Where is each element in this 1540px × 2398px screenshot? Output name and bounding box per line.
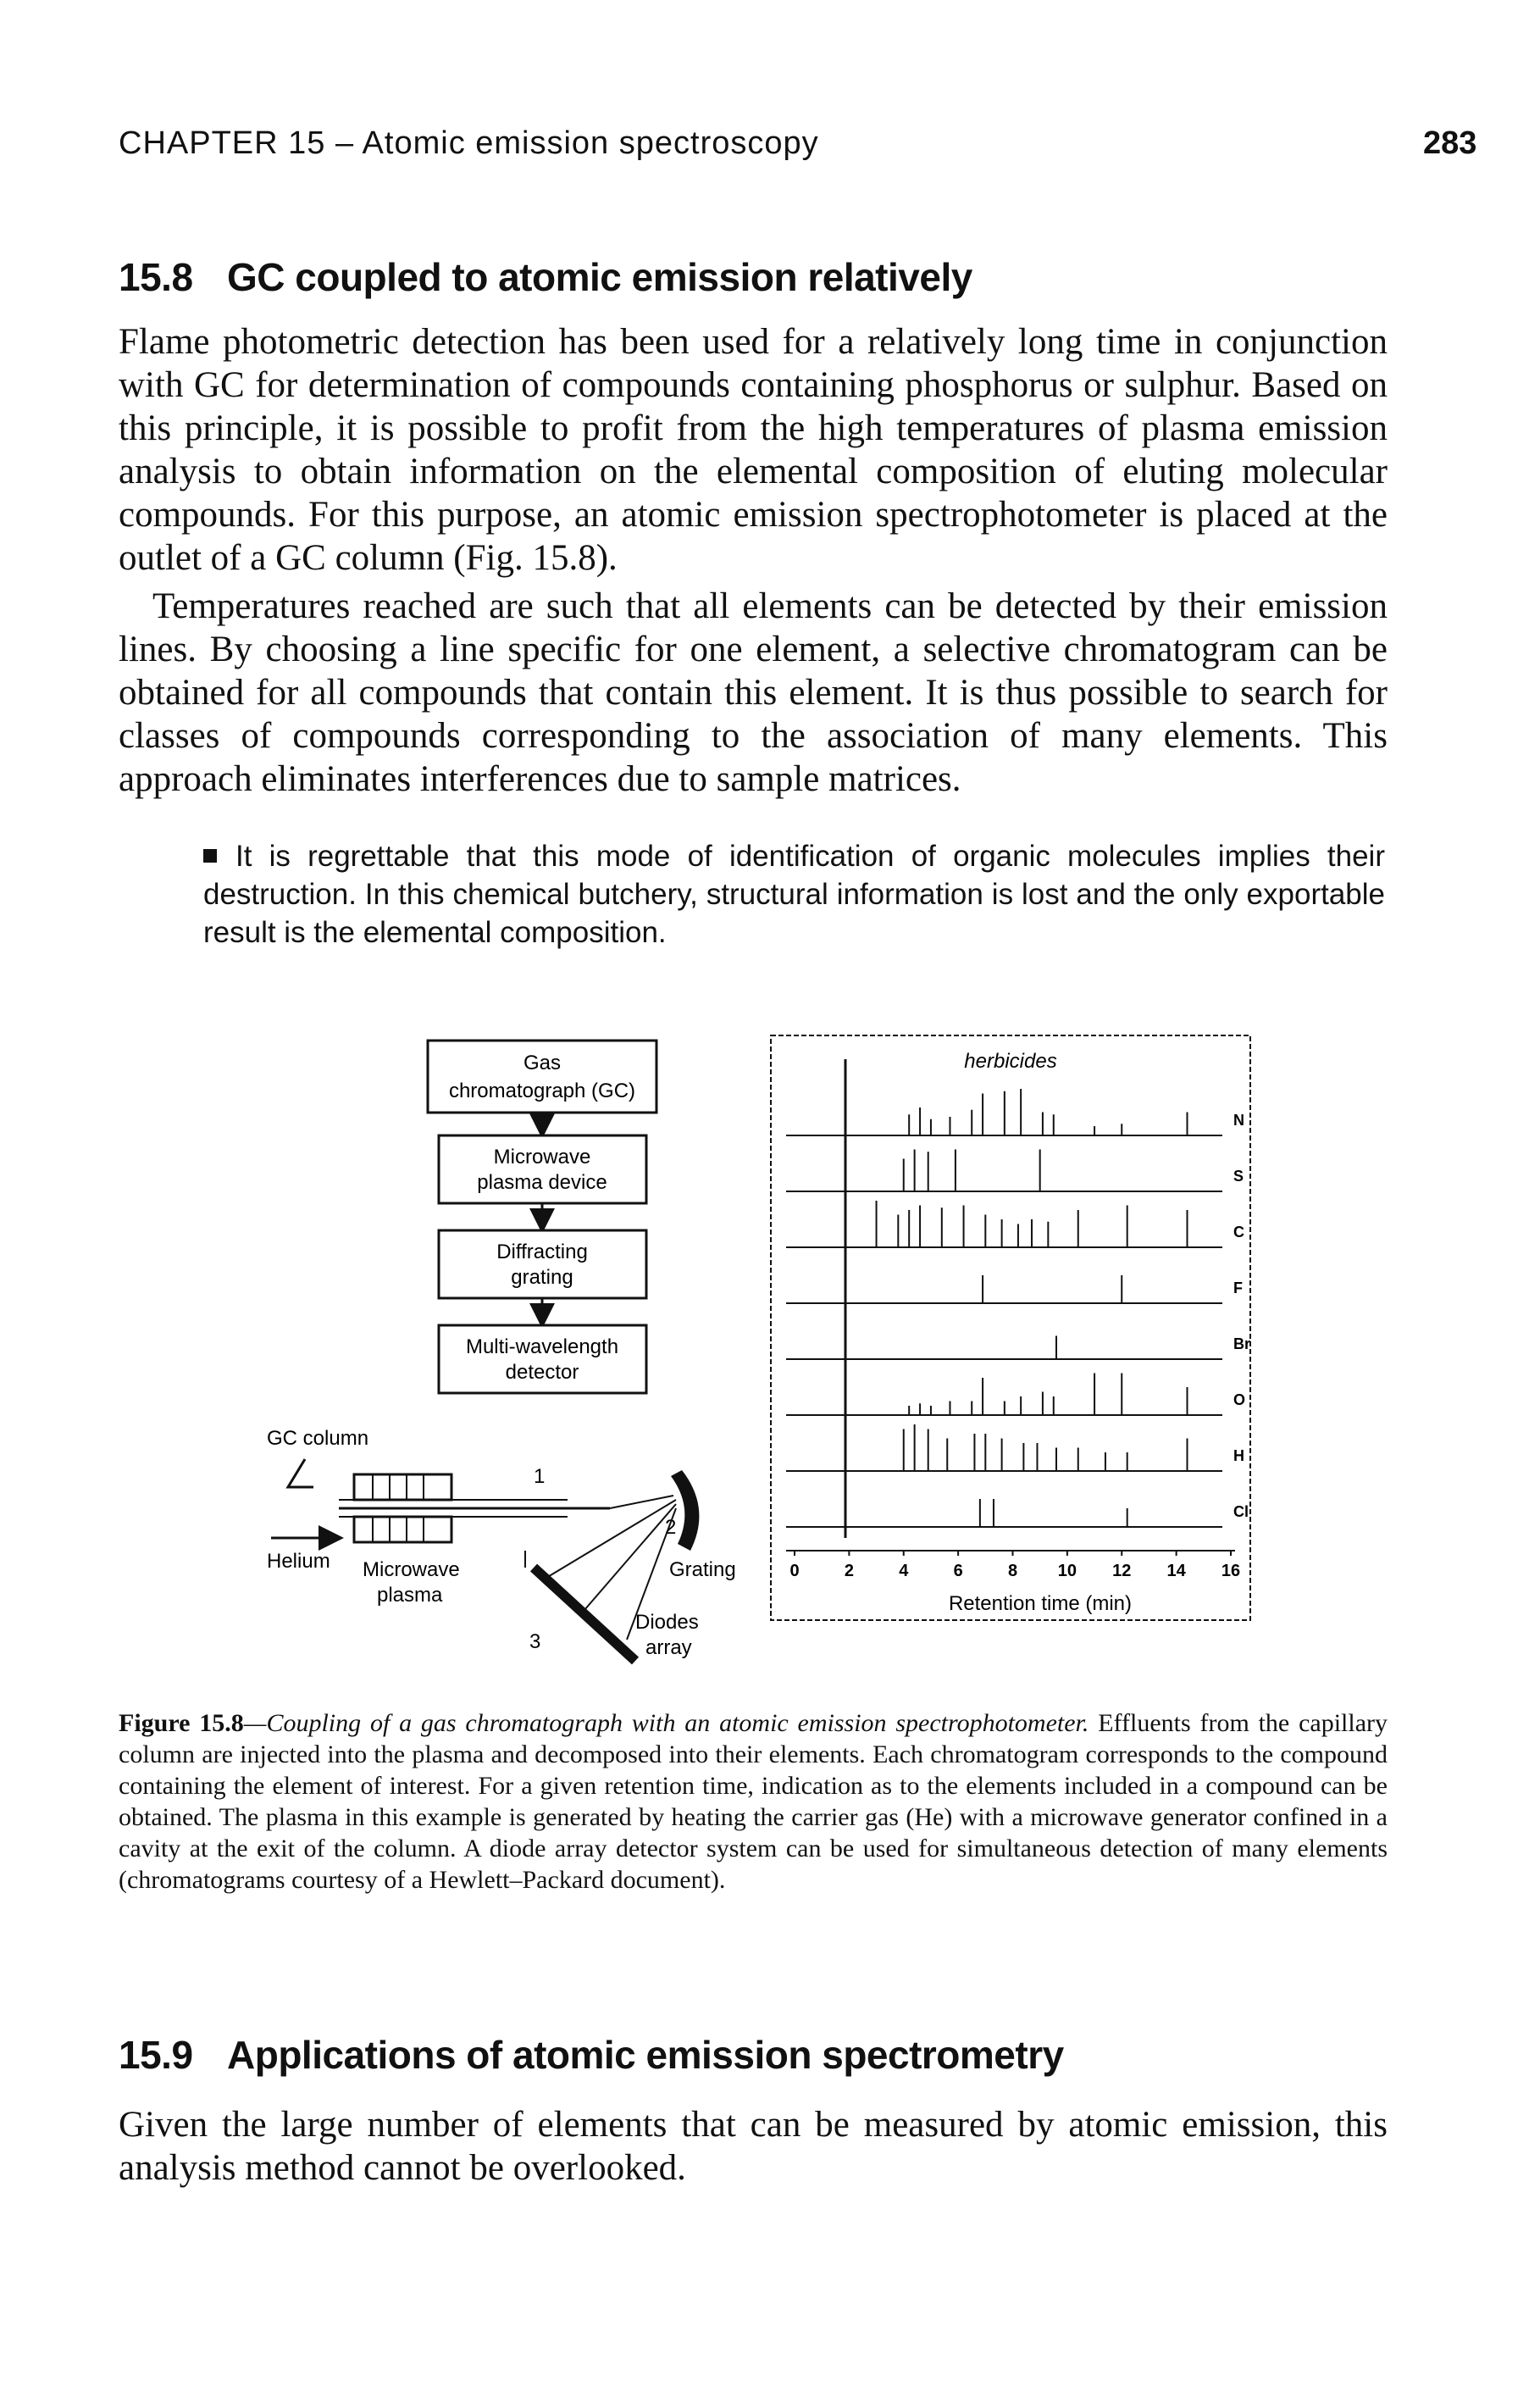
detector-box bbox=[437, 1324, 648, 1395]
gc-column-label: GC column bbox=[267, 1427, 368, 1450]
diodes-label-2: array bbox=[645, 1636, 692, 1659]
section-15-8-body: Flame photometric detection has been use… bbox=[119, 320, 1388, 801]
element-label-c: C bbox=[1233, 1224, 1244, 1241]
figure-caption: Figure 15.8—Coupling of a gas chromatogr… bbox=[119, 1707, 1388, 1896]
section-heading-15-9: 15.9 Applications of atomic emission spec… bbox=[119, 2032, 1064, 2078]
x-tick-label: 4 bbox=[899, 1562, 909, 1580]
plasma-box-label-1: Microwave bbox=[494, 1146, 591, 1168]
diode-array-shape bbox=[529, 1563, 640, 1665]
diodes-label-1: Diodes bbox=[635, 1611, 699, 1634]
helium-label: Helium bbox=[267, 1550, 330, 1573]
bullet-square-icon bbox=[203, 849, 217, 863]
grating-shape bbox=[671, 1470, 700, 1551]
x-axis-label: Retention time (min) bbox=[949, 1592, 1132, 1615]
caption-title: —Coupling of a gas chromatograph with an… bbox=[243, 1709, 1089, 1737]
gc-box-label-1: Gas bbox=[523, 1052, 561, 1074]
running-header-title: CHAPTER 15 – Atomic emission spectroscop… bbox=[119, 125, 819, 161]
element-label-f: F bbox=[1233, 1279, 1243, 1296]
detector-box-label-2: detector bbox=[506, 1361, 579, 1384]
trace-o: O bbox=[786, 1373, 1245, 1416]
grating-box bbox=[437, 1229, 648, 1300]
x-tick-label: 8 bbox=[1008, 1562, 1017, 1580]
caption-text: Effluents from the capillary column are … bbox=[119, 1709, 1388, 1894]
caption-lead: Figure 15.8 bbox=[119, 1709, 244, 1737]
element-label-n: N bbox=[1233, 1112, 1244, 1129]
chart-title: herbicides bbox=[964, 1050, 1056, 1073]
element-label-h: H bbox=[1233, 1447, 1244, 1464]
trace-n: N bbox=[786, 1089, 1244, 1136]
trace-h: H bbox=[786, 1424, 1244, 1472]
section-number: 15.9 bbox=[119, 2033, 193, 2077]
trace-c: C bbox=[786, 1201, 1244, 1248]
plasma-box-label-2: plasma device bbox=[477, 1171, 607, 1194]
x-tick-label: 6 bbox=[954, 1562, 963, 1580]
section-15-9-body: Given the large number of elements that … bbox=[119, 2103, 1388, 2190]
microwave-plasma-label-1: Microwave bbox=[363, 1558, 460, 1581]
label-3: 3 bbox=[529, 1630, 540, 1653]
paragraph-2: Temperatures reached are such that all e… bbox=[119, 586, 1388, 799]
x-tick-label: 0 bbox=[789, 1562, 799, 1580]
x-tick-label: 12 bbox=[1112, 1562, 1131, 1580]
x-tick-label: 16 bbox=[1221, 1562, 1240, 1580]
section-title: Applications of atomic emission spectrom… bbox=[227, 2033, 1064, 2077]
grating-box-label-1: Diffracting bbox=[496, 1241, 588, 1263]
grating-box-label-2: grating bbox=[511, 1266, 573, 1289]
trace-cl: Cl bbox=[786, 1499, 1249, 1528]
label-2: 2 bbox=[665, 1516, 676, 1539]
plasma-box bbox=[437, 1134, 648, 1205]
page-number: 283 bbox=[1423, 125, 1477, 161]
section-number: 15.8 bbox=[119, 255, 193, 299]
gc-box bbox=[426, 1039, 658, 1114]
chromatogram-chart: herbicides N S C F BrO H Cl 0 2 4 6 8 10 12 14 16 Rete… bbox=[770, 1035, 1251, 1621]
x-tick-label: 10 bbox=[1058, 1562, 1077, 1580]
x-tick-label: 14 bbox=[1167, 1562, 1187, 1580]
detector-box-label-1: Multi-wavelength bbox=[466, 1335, 618, 1358]
gc-box-label-2: chromatograph (GC) bbox=[449, 1080, 635, 1102]
trace-br: Br bbox=[786, 1335, 1250, 1360]
note-block: It is regrettable that this mode of iden… bbox=[203, 837, 1385, 952]
element-label-s: S bbox=[1233, 1168, 1244, 1185]
section-heading-15-8: 15.8 GC coupled to atomic emission relati… bbox=[119, 254, 972, 300]
microwave-plasma-label-2: plasma bbox=[377, 1584, 443, 1607]
element-label-br: Br bbox=[1233, 1335, 1250, 1352]
label-1: 1 bbox=[534, 1465, 545, 1488]
element-label-cl: Cl bbox=[1233, 1503, 1249, 1520]
trace-f: F bbox=[786, 1275, 1243, 1304]
paragraph-1: Flame photometric detection has been use… bbox=[119, 322, 1388, 578]
trace-s: S bbox=[786, 1149, 1244, 1192]
note-text: It is regrettable that this mode of iden… bbox=[203, 840, 1385, 949]
paragraph-1: Given the large number of elements that … bbox=[119, 2105, 1388, 2188]
element-label-o: O bbox=[1233, 1391, 1245, 1408]
section-title: GC coupled to atomic emission relatively bbox=[227, 255, 972, 299]
x-tick-label: 2 bbox=[845, 1562, 854, 1580]
instrument-diagram: Gas chromatograph (GC) Microwave plasma … bbox=[267, 1039, 736, 1665]
grating-label: Grating bbox=[669, 1558, 736, 1581]
